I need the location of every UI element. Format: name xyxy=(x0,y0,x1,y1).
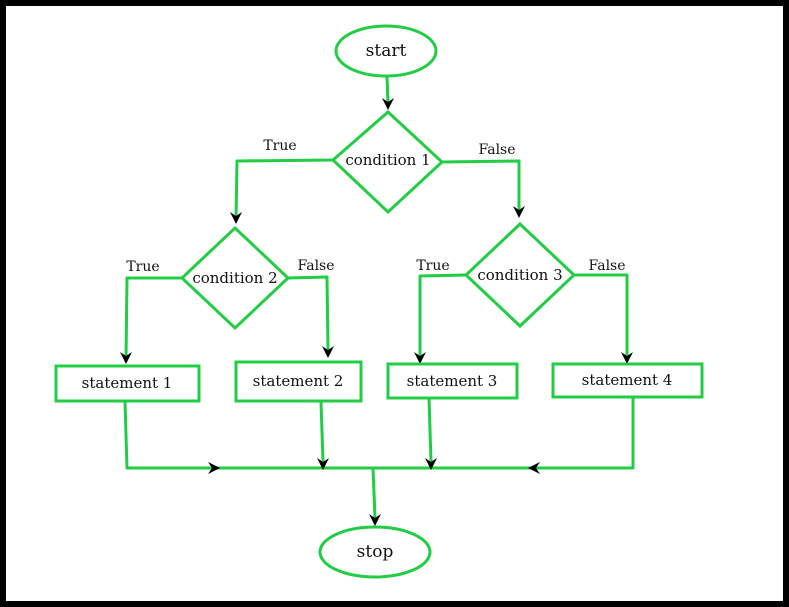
condition-3-false-label: False xyxy=(588,258,625,274)
statement-4-box: statement 4 xyxy=(551,362,704,399)
arrowhead-down-icon xyxy=(120,352,132,364)
condition-2-label: condition 2 xyxy=(192,269,277,287)
arrowhead-right-icon xyxy=(208,462,220,474)
connector-merge-to-stop xyxy=(371,466,377,520)
start-label: start xyxy=(366,41,407,61)
connector-merge-line xyxy=(123,395,635,470)
condition-3-true-label: True xyxy=(416,258,449,274)
condition-1-false-label: False xyxy=(478,142,515,158)
statement-1-box: statement 1 xyxy=(54,364,201,403)
statement-4-label: statement 4 xyxy=(582,371,673,389)
condition-2-false-label: False xyxy=(297,258,334,274)
arrowhead-left-icon xyxy=(528,462,540,474)
condition-1-label: condition 1 xyxy=(345,151,430,169)
statement-2-label: statement 2 xyxy=(253,372,344,390)
connector-statement-3-down xyxy=(427,396,433,464)
arrowhead-down-icon xyxy=(322,346,334,358)
arrowhead-down-icon xyxy=(382,98,394,110)
statement-3-label: statement 3 xyxy=(407,372,498,390)
start-terminal: start xyxy=(334,24,438,78)
arrowhead-down-icon xyxy=(317,458,329,470)
connector-condition-2-false xyxy=(286,275,330,352)
arrowhead-down-icon xyxy=(230,212,242,224)
arrowhead-down-icon xyxy=(513,206,525,218)
stop-terminal: stop xyxy=(318,525,432,579)
statement-2-box: statement 2 xyxy=(234,360,363,403)
arrowhead-down-icon xyxy=(369,514,381,526)
flowchart-canvas: start condition 1 condition 2 condition … xyxy=(6,6,783,601)
connector-condition-3-false xyxy=(572,273,629,358)
condition-1-decision: condition 1 xyxy=(330,109,445,215)
connector-condition-1-true xyxy=(234,158,335,220)
statement-3-box: statement 3 xyxy=(386,362,519,400)
condition-3-decision: condition 3 xyxy=(463,221,577,329)
connector-condition-1-false xyxy=(440,159,521,214)
connector-condition-2-true xyxy=(124,276,184,360)
condition-1-true-label: True xyxy=(263,138,296,154)
arrowhead-down-icon xyxy=(621,352,633,364)
connector-start-to-condition-1 xyxy=(385,74,390,106)
condition-2-decision: condition 2 xyxy=(179,225,291,331)
connector-condition-3-true xyxy=(418,273,468,360)
stop-label: stop xyxy=(357,542,394,562)
connector-statement-2-down xyxy=(319,400,325,464)
arrowhead-down-icon xyxy=(425,458,437,470)
connectors xyxy=(123,74,635,520)
arrowhead-down-icon xyxy=(414,352,426,364)
statement-1-label: statement 1 xyxy=(82,374,173,392)
condition-2-true-label: True xyxy=(126,259,159,275)
condition-3-label: condition 3 xyxy=(477,266,562,284)
arrowheads xyxy=(120,98,633,526)
